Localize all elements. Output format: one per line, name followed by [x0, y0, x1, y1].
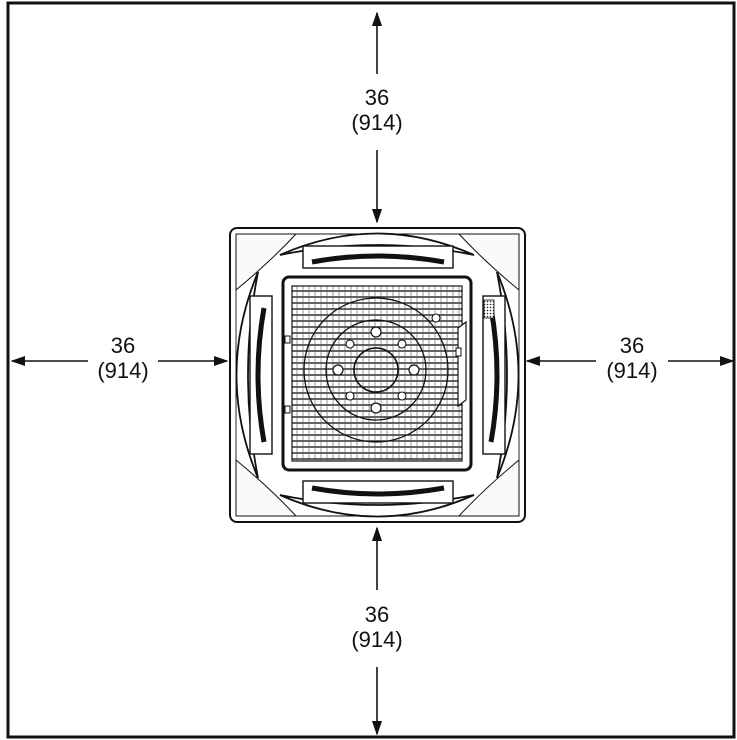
right-clearance-inches: 36 [619, 333, 645, 358]
top-clearance-mm: (914) [351, 110, 403, 135]
panel-clip-left-bottom [284, 405, 291, 414]
sensor-patch [483, 299, 495, 319]
bottom-clearance-inches: 36 [364, 602, 390, 627]
fan-middle [325, 319, 427, 421]
left-clearance-mm: (914) [97, 358, 149, 383]
top-clearance-label: 36 (914) [317, 85, 437, 135]
bottom-clearance-mm: (914) [351, 627, 403, 652]
top-clearance-inches: 36 [364, 85, 390, 110]
louver-left-vent [249, 295, 273, 455]
louver-right-vent [482, 295, 506, 455]
fan-outer [303, 297, 449, 443]
corner-bottom-right [457, 458, 520, 517]
right-clearance-label: 36 (914) [572, 333, 692, 383]
panel-clip-left-top [284, 335, 291, 344]
corner-bottom-left [235, 458, 298, 517]
panel-latch-right [457, 320, 467, 408]
corner-top-left [235, 233, 298, 292]
intake-grille [291, 285, 463, 462]
right-clearance-mm: (914) [606, 358, 658, 383]
bottom-clearance-label: 36 (914) [317, 602, 437, 652]
left-clearance-label: 36 (914) [63, 333, 183, 383]
dimension-arrows [10, 11, 735, 736]
corner-top-right [457, 233, 520, 292]
room-boundary [6, 1, 736, 739]
fan-hub [353, 347, 399, 393]
left-clearance-inches: 36 [110, 333, 136, 358]
cassette-unit [229, 227, 526, 523]
